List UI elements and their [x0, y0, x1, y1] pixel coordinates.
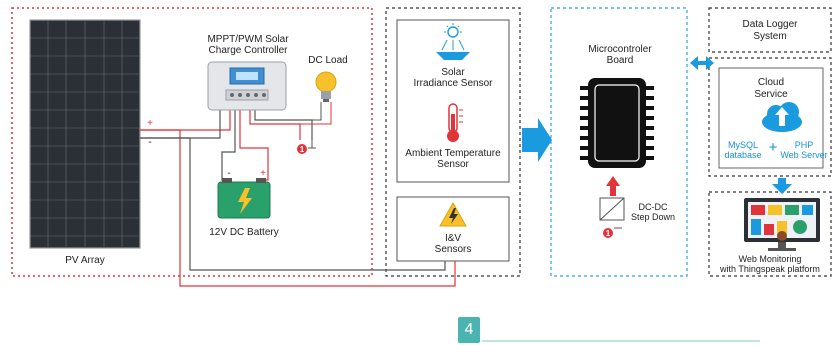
sensor-section-box — [385, 7, 521, 277]
temp-sensor-label-2: Sensor — [437, 159, 469, 170]
thermometer-icon — [447, 103, 463, 142]
page-rule — [482, 340, 760, 342]
solar-panel-icon — [29, 19, 141, 249]
micro-label-2: Board — [606, 55, 634, 66]
light-bulb-icon — [300, 71, 337, 125]
battery-minus-sign: - — [227, 168, 231, 179]
mysql-label-2: database — [724, 150, 762, 160]
dcdc-label-1: DC-DC — [638, 202, 668, 212]
positive-wiring — [140, 103, 609, 287]
marker-one-right — [603, 228, 613, 238]
monitor-dashboard-icon — [744, 198, 820, 251]
web-monitor-label-2: with Thingspeak platform — [720, 264, 820, 274]
cloud-label-1: Cloud — [757, 77, 785, 88]
charge-controller-label-2: Charge Controller — [208, 45, 288, 56]
chip-icon — [580, 78, 654, 168]
dc-load-label: DC Load — [308, 55, 348, 66]
power-section-box — [11, 7, 373, 277]
cloud-upload-icon — [762, 102, 802, 132]
dcdc-converter-icon — [599, 197, 625, 221]
micro-label-1: Microcontroler — [588, 44, 652, 55]
php-label-1: PHP — [794, 140, 814, 150]
irradiance-sensor-icon — [436, 23, 470, 60]
data-logger-label-1: Data Logger — [742, 19, 798, 30]
bidirectional-arrow-icon — [690, 56, 714, 70]
warning-bolt-icon — [439, 201, 467, 227]
data-logger-box — [708, 7, 832, 53]
cloud-label-2: Service — [754, 89, 788, 100]
solar-sensor-label-1: Solar — [441, 67, 465, 78]
pv-minus-sign: - — [148, 137, 152, 148]
down-arrow-icon — [772, 178, 792, 194]
cloud-section-box — [708, 57, 832, 177]
page-number-badge: 4 — [458, 317, 480, 343]
web-monitor-box — [708, 191, 832, 277]
marker-one-left-text: 1 — [300, 145, 305, 154]
controller-section-box — [550, 7, 688, 277]
battery-label: 12V DC Battery — [209, 227, 279, 238]
battery-plus-sign: + — [260, 168, 266, 179]
charge-controller-label-1: MPPT/PWM Solar — [207, 34, 289, 45]
temp-sensor-label-1: Ambient Temperature — [405, 148, 501, 159]
marker-one-left — [297, 144, 307, 154]
solar-sensor-label-2: Irradiance Sensor — [413, 78, 493, 89]
charge-controller-icon — [207, 61, 287, 111]
right-arrow-icon — [522, 118, 552, 162]
mysql-label-1: MySQL — [727, 140, 758, 150]
iv-sensors-label-1: I&V — [444, 233, 462, 244]
pv-plus-sign: + — [147, 118, 153, 129]
negative-wiring — [140, 103, 619, 271]
up-arrow-icon — [606, 176, 620, 196]
iv-sensors-label-2: Sensors — [434, 244, 472, 255]
web-monitor-label-1: Web Monitoring — [738, 254, 802, 264]
php-label-2: Web Server — [780, 150, 828, 160]
battery-icon — [217, 178, 271, 219]
data-logger-label-2: System — [753, 31, 787, 42]
marker-one-right-text: 1 — [606, 229, 611, 238]
plus-label: + — [768, 139, 778, 156]
dcdc-label-2: Step Down — [630, 212, 676, 222]
pv-array-label: PV Array — [65, 255, 105, 266]
